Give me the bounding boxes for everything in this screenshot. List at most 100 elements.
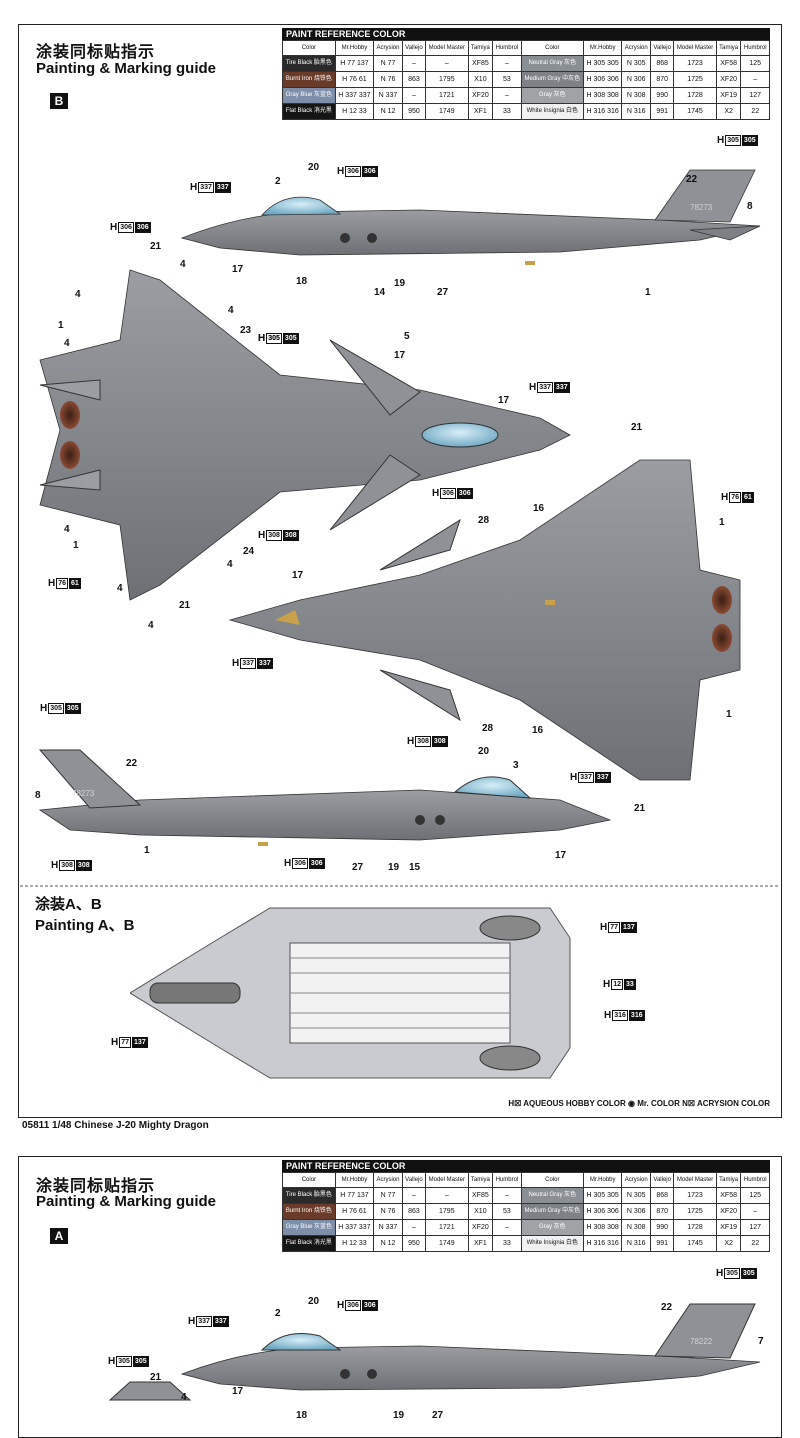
hobby-prefix: H	[407, 736, 415, 747]
table-cell: H 77 137	[334, 1187, 375, 1204]
table-cell: XF1	[467, 1235, 494, 1252]
callout-number: 15	[409, 862, 421, 873]
guide-title-en: Painting & Marking guide	[36, 60, 217, 77]
table-cell: 1721	[425, 87, 469, 104]
table-cell: –	[492, 55, 522, 72]
code-box: 305	[48, 703, 64, 714]
callout-number: 16	[532, 725, 544, 736]
callout-number: 4	[64, 524, 70, 535]
table-header: Color	[282, 1172, 336, 1188]
table-cell: 868	[650, 1187, 675, 1204]
callout-number: 24	[243, 546, 255, 557]
code-box: 76	[56, 578, 69, 589]
callout-number: 28	[478, 515, 490, 526]
callout-number: 19	[388, 862, 400, 873]
top-view	[39, 269, 571, 601]
guide-a-title-cn: 涂装同标贴指示	[36, 1178, 156, 1195]
code-box: 337	[578, 772, 594, 783]
table-cell: 950	[401, 1235, 427, 1252]
table-cell: H 316 316	[582, 1235, 623, 1252]
table-cell: 1795	[425, 1203, 469, 1220]
variant-badge-a: A	[50, 1228, 68, 1244]
code-box-dark: 308	[75, 860, 92, 871]
guide-a-title-en: Painting & Marking guide	[36, 1193, 217, 1210]
table-cell: –	[425, 55, 469, 72]
table-header: Acrysion	[621, 40, 652, 56]
table-header: Vallejo	[650, 1172, 675, 1188]
table-cell: N 308	[621, 87, 652, 104]
table-cell: XF58	[715, 55, 742, 72]
table-cell: –	[425, 1187, 469, 1204]
callout-number: 4	[180, 259, 186, 270]
table-cell: N 306	[621, 71, 652, 88]
code-box-dark: 337	[212, 1316, 229, 1327]
table-header: Acrysion	[621, 1172, 652, 1188]
table-cell: N 12	[373, 1235, 403, 1252]
code-box-dark: 306	[456, 488, 473, 499]
hobby-prefix: H	[232, 658, 240, 669]
table-cell: –	[401, 55, 427, 72]
table-cell: –	[401, 1219, 427, 1236]
table-cell: –	[492, 87, 522, 104]
table-header: Humbrol	[492, 40, 522, 56]
tail-number: 78273	[690, 203, 713, 212]
code-box: 305	[724, 1268, 740, 1279]
hobby-prefix: H	[570, 772, 578, 783]
table-cell: Medium Gray 中灰色	[520, 1203, 585, 1220]
table-header: Color	[282, 40, 336, 56]
callout-number: 21	[179, 600, 191, 611]
code-box: 77	[608, 922, 621, 933]
table-cell: 125	[740, 55, 770, 72]
table-cell: Tire Black 胎黑色	[282, 55, 336, 72]
table-cell: N 77	[373, 55, 403, 72]
table-cell: XF85	[467, 1187, 494, 1204]
table-cell: 33	[492, 1235, 522, 1252]
table-cell: N 12	[373, 103, 403, 120]
table-cell: 990	[650, 87, 675, 104]
aircraft-drawings-b: 78273 78273	[38, 169, 761, 846]
code-box-dark: 137	[621, 922, 637, 933]
callout-number: 27	[352, 862, 364, 873]
hobby-prefix: H	[604, 1010, 612, 1021]
code-box: 305	[725, 135, 741, 146]
callout-number: 17	[555, 850, 567, 861]
table-cell: XF20	[467, 87, 494, 104]
table-header: Mr.Hobby	[582, 1172, 623, 1188]
table-cell: 990	[650, 1219, 675, 1236]
table-header: Model Master	[673, 40, 717, 56]
code-box: 306	[345, 166, 361, 177]
table-header: Model Master	[425, 40, 469, 56]
hobby-prefix: H	[48, 578, 56, 589]
table-cell: 1749	[425, 1235, 469, 1252]
table-cell: N 77	[373, 1187, 403, 1204]
table-cell: –	[740, 71, 770, 88]
code-box: 308	[266, 530, 282, 541]
callout-number: 17	[232, 264, 244, 275]
section-divider	[20, 885, 780, 887]
code-box-dark: 137	[132, 1037, 148, 1048]
callout-number: 1	[719, 517, 725, 528]
code-box: 306	[345, 1300, 361, 1311]
table-cell: 127	[740, 87, 770, 104]
code-box-dark: 306	[361, 166, 378, 177]
table-cell: 1723	[673, 55, 717, 72]
table-cell: –	[492, 1187, 522, 1204]
table-cell: 1749	[425, 103, 469, 120]
hobby-prefix: H	[188, 1316, 196, 1327]
table-cell: N 76	[373, 71, 403, 88]
table-cell: Gray Blue 灰蓝色	[282, 1219, 336, 1236]
table-header: Vallejo	[650, 40, 675, 56]
bottom-view	[228, 459, 741, 781]
